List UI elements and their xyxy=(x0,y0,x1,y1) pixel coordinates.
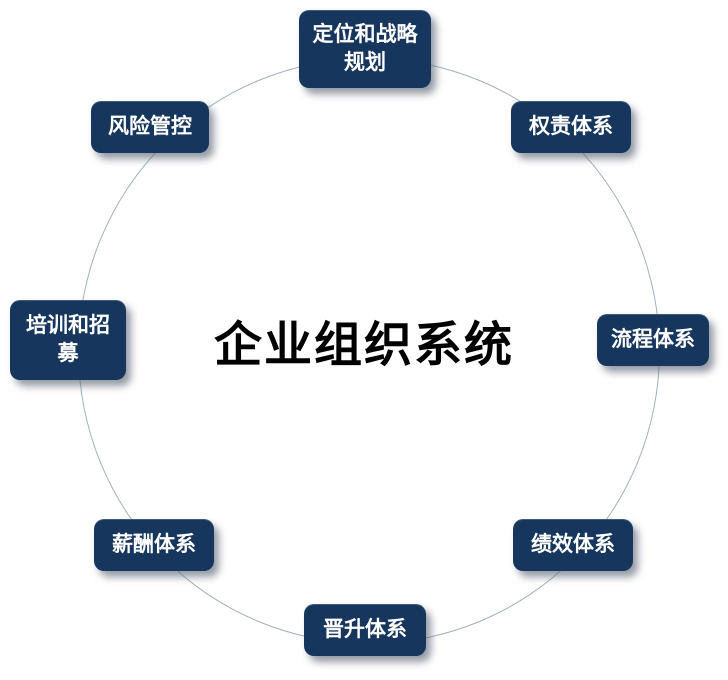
node-performance-system: 绩效体系 xyxy=(513,519,633,571)
node-training-recruitment: 培训和招募 xyxy=(10,300,126,380)
node-positioning-strategy: 定位和战略规划 xyxy=(299,10,431,88)
node-promotion-system: 晋升体系 xyxy=(304,604,426,656)
node-compensation-system: 薪酬体系 xyxy=(94,519,214,571)
node-process-system: 流程体系 xyxy=(597,314,709,366)
node-risk-control: 风险管控 xyxy=(91,101,209,153)
node-authority-responsibility: 权责体系 xyxy=(511,101,631,153)
diagram-title: 企业组织系统 xyxy=(213,319,515,372)
